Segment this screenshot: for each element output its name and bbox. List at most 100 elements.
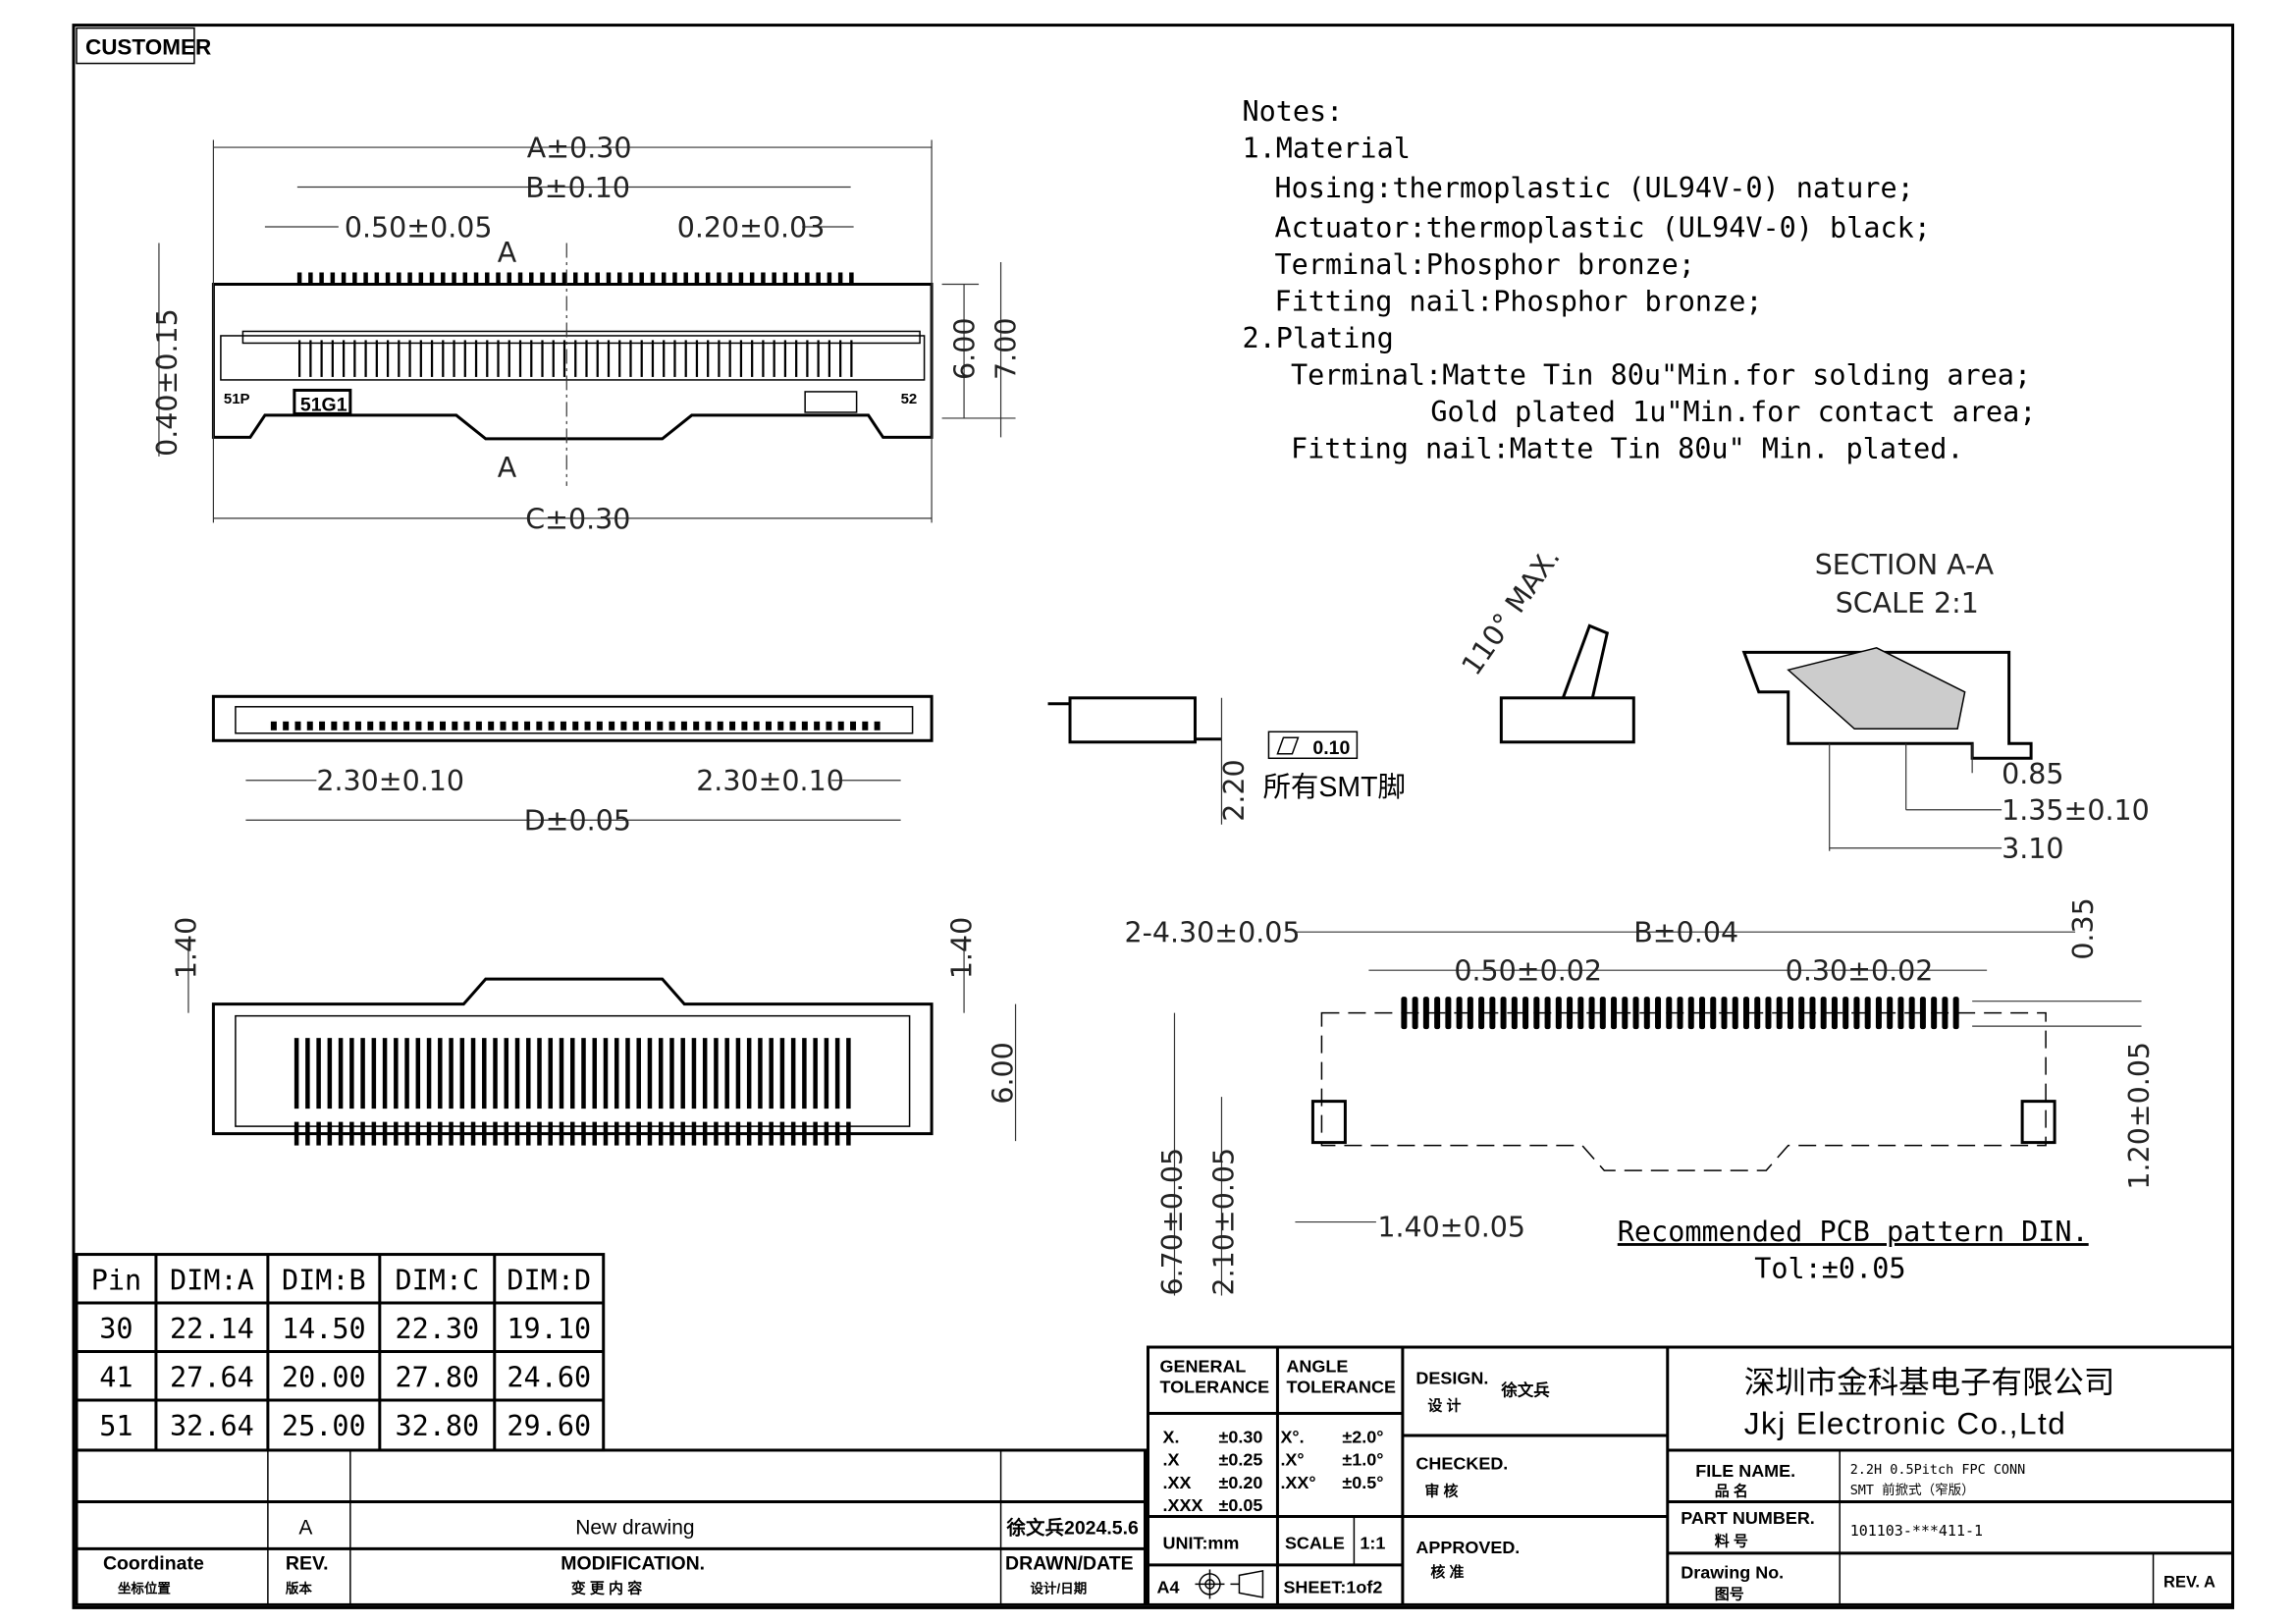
pcb-pad: [1798, 997, 1805, 1030]
pin: [714, 1038, 719, 1110]
pin: [473, 272, 479, 286]
gen-tol-value: ±0.30: [1218, 1427, 1262, 1446]
pin-tail: [802, 1121, 807, 1146]
ang-tol-precision: .X°: [1280, 1450, 1304, 1470]
pin-tail: [360, 1121, 365, 1146]
pin: [404, 1038, 409, 1110]
title-rev: REV. A: [2163, 1573, 2216, 1591]
pin: [702, 1038, 708, 1110]
part-number-label: PART NUMBER.: [1681, 1508, 1815, 1528]
pin: [645, 721, 652, 731]
pin-tail: [824, 1121, 829, 1146]
pin: [537, 1038, 542, 1110]
pin: [482, 1038, 487, 1110]
pcb-pad: [1897, 997, 1904, 1030]
pin: [658, 1038, 664, 1110]
pin: [862, 721, 869, 731]
pin-tail: [449, 1121, 454, 1146]
pcb-pad: [1500, 997, 1507, 1030]
table-cell: 41: [99, 1361, 133, 1393]
pin: [672, 272, 677, 286]
pin-tail: [647, 1121, 653, 1146]
pin: [296, 272, 302, 286]
pin: [603, 1038, 609, 1110]
pin-tail: [459, 1121, 465, 1146]
dim-6: 6.00: [949, 318, 982, 380]
section-dim-135: 1.35±0.10: [2002, 794, 2150, 827]
pin-tail: [680, 1121, 685, 1146]
general-tolerance-label2: TOLERANCE: [1159, 1377, 1269, 1396]
title-block: GENERAL TOLERANCE ANGLE TOLERANCE X.±0.3…: [1147, 1345, 2235, 1606]
pin-tail: [426, 1121, 432, 1146]
ang-tol-value: ±0.5°: [1342, 1473, 1383, 1492]
pin: [614, 1038, 619, 1110]
table-cell: 22.14: [170, 1313, 254, 1345]
pin: [338, 1038, 344, 1110]
pcb-pad: [1567, 997, 1574, 1030]
pcb-pad: [1710, 997, 1717, 1030]
pcb-pad: [1875, 997, 1882, 1030]
top-view: 51G1 51P 52 A±0.30 B±0.10 0.50±0.05 0.20…: [151, 133, 1023, 536]
pin: [837, 721, 844, 731]
side-view: 0.10 所有SMT脚 2.20 110° MAX.: [1047, 542, 1635, 825]
pin: [628, 272, 633, 286]
part-number-cn: 料 号: [1715, 1532, 1748, 1549]
pin: [511, 721, 518, 731]
dim-front-right: 2.30±0.10: [696, 765, 844, 797]
pin-tail: [338, 1121, 344, 1146]
pin-tail: [846, 1121, 851, 1146]
pin: [488, 721, 495, 731]
pin: [459, 1038, 465, 1110]
file-name-line1: 2.2H 0.5Pitch FPC CONN: [1850, 1462, 2026, 1478]
pcb-pad: [1831, 997, 1838, 1030]
pin-tail: [570, 1121, 575, 1146]
pcb-pattern: 2-4.30±0.05 B±0.04 0.50±0.02 0.30±0.02 1…: [1125, 897, 2157, 1295]
pin: [429, 272, 435, 286]
pin: [283, 721, 290, 731]
pcb-pad: [1765, 997, 1772, 1030]
pin: [834, 1038, 840, 1110]
projection-symbol-icon: [1195, 1569, 1264, 1599]
pin: [551, 272, 557, 286]
pin-tail: [404, 1121, 409, 1146]
sheet-border: [72, 24, 2235, 1609]
pin: [415, 721, 422, 731]
pcb-dim-120: 1.20±0.05: [2123, 1042, 2156, 1190]
customer-label: CUSTOMER: [85, 35, 211, 60]
drawing-no-cn: 图号: [1715, 1586, 1744, 1602]
section-dim-085: 0.85: [2002, 758, 2063, 790]
pin: [846, 1038, 851, 1110]
pin-tail: [504, 1121, 509, 1146]
pin-tail: [658, 1121, 664, 1146]
pin-tail: [371, 1121, 377, 1146]
pin-tail: [790, 1121, 796, 1146]
pin: [772, 272, 776, 286]
pcb-tolerance: Tol:±0.05: [1754, 1253, 1905, 1285]
pin-tail: [349, 1121, 354, 1146]
pin: [327, 1038, 333, 1110]
pin-tail: [834, 1121, 840, 1146]
svg-text:52: 52: [901, 391, 918, 407]
pin: [738, 272, 744, 286]
pin-tail: [813, 1121, 818, 1146]
pcb-pad: [1643, 997, 1650, 1030]
pin: [526, 1038, 531, 1110]
note-line: 1.Material: [1242, 133, 1410, 165]
company-name-cn: 深圳市金科基电子有限公司: [1744, 1365, 2115, 1399]
table-cell: 24.60: [507, 1361, 591, 1393]
pcb-pad: [1422, 997, 1429, 1030]
pin-tail: [514, 1121, 520, 1146]
pin: [360, 1038, 365, 1110]
pin: [438, 1038, 443, 1110]
pin: [343, 721, 349, 731]
revision-rev: A: [298, 1516, 312, 1539]
pin-tail: [758, 1121, 763, 1146]
pcb-pad: [1677, 997, 1683, 1030]
pin: [683, 272, 688, 286]
pin: [427, 721, 434, 731]
pcb-pad: [1887, 997, 1894, 1030]
pin-tail: [702, 1121, 708, 1146]
table-cell: 19.10: [507, 1313, 591, 1345]
pin: [374, 272, 380, 286]
pcb-pad: [1478, 997, 1485, 1030]
